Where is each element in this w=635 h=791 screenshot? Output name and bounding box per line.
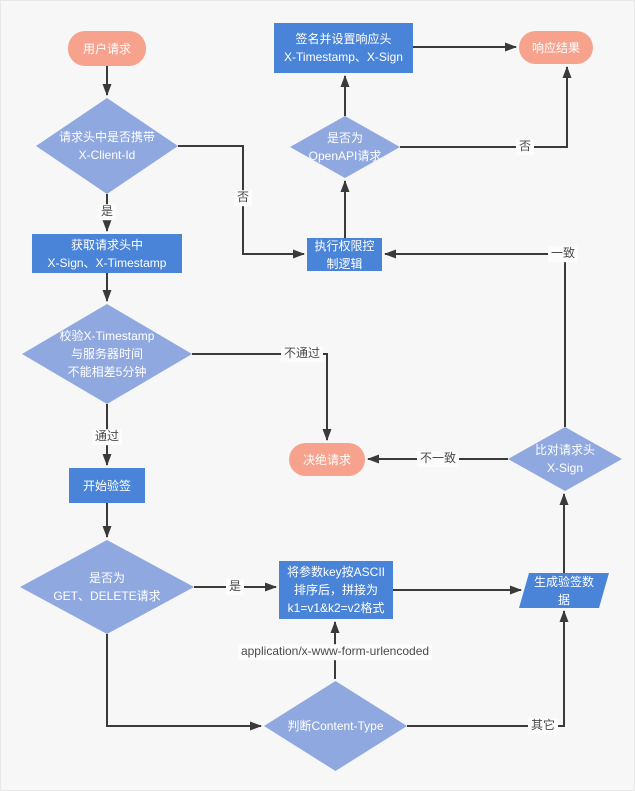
edge-getdelete-else [106, 634, 262, 731]
node-response-result: 响应结果 [519, 31, 593, 64]
edge-label-mismatch: 不一致 [416, 451, 460, 467]
edge-timestamp-fail [192, 353, 332, 441]
node-exec-auth: 执行权限控 制逻辑 [307, 238, 382, 271]
edge-label-form-urlencoded: application/x-www-form-urlencoded [237, 644, 433, 660]
node-user-request: 用户请求 [68, 31, 146, 66]
edge-compare-match [384, 249, 566, 427]
node-ascii-sort: 将参数key按ASCII 排序后，拼接为 k1=v1&k2=v2格式 [279, 561, 393, 619]
edge-label-match: 一致 [547, 246, 579, 262]
node-get-headers: 获取请求头中 X-Sign、X-Timestamp [32, 234, 182, 273]
edge-label-yes1: 是 [97, 204, 117, 220]
edge-contenttype-other [407, 610, 569, 727]
node-gen-verify-data: 生成验签数 据 [519, 573, 609, 608]
edge-label-pass: 通过 [91, 429, 123, 445]
node-start-verify: 开始验签 [69, 468, 145, 503]
edge-label-no1: 否 [233, 190, 253, 206]
edge-label-no2: 否 [515, 139, 535, 155]
node-sign-response: 签名并设置响应头 X-Timestamp、X-Sign [274, 23, 413, 73]
edge-openapi-no [400, 66, 572, 148]
edge-label-fail: 不通过 [280, 346, 324, 362]
edge-label-yes2: 是 [225, 579, 245, 595]
node-reject-request: 决绝请求 [289, 443, 365, 476]
edge-label-other: 其它 [527, 718, 559, 734]
